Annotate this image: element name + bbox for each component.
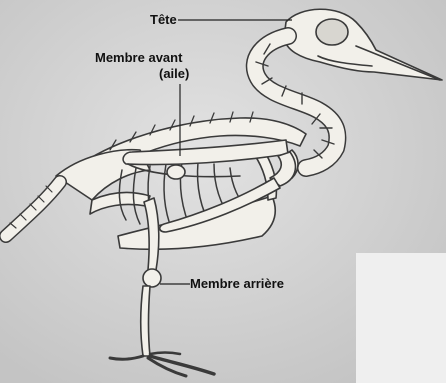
label-head: Tête bbox=[150, 12, 177, 28]
label-forelimb-wing: (aile) bbox=[159, 66, 189, 82]
label-forelimb: Membre avant bbox=[95, 50, 182, 66]
corner-patch bbox=[356, 253, 446, 383]
label-hindlimb: Membre arrière bbox=[190, 276, 284, 292]
